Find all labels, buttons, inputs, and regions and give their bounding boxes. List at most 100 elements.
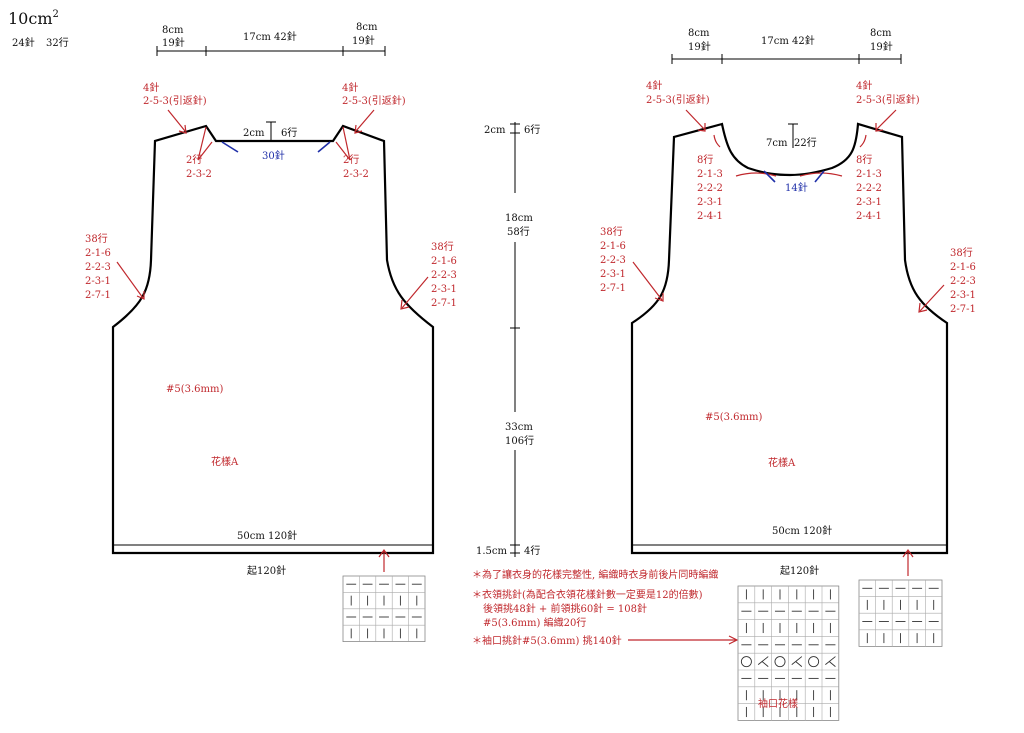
front-neck-right-3: 2-2-2 [856,183,882,194]
back-neck-rows: 6行 [281,126,297,139]
front-neck-left-3: 2-2-2 [697,183,723,194]
back-cast-on: 起120針 [247,564,286,577]
back-armhole-right-arrow [401,276,429,309]
front-shoulder-right-dec-2: 2-5-3(引返針) [856,93,920,106]
front-armhole-left-2: 2-1-6 [600,241,626,252]
sleeve-pattern-label: 袖口花樣 [758,697,798,710]
front-neck-right-5: 2-4-1 [856,211,882,222]
back-shoulder-left-st: 19針 [162,36,185,49]
back-shoulder-left-dec-1: 4針 [143,81,159,94]
front-neck-pickup: 14針 [785,181,808,194]
center-scale-3-rows: 4行 [524,544,540,557]
center-scale: 2cm 6行 18cm 58行 33cm 106行 1.5cm 4行 [476,122,540,557]
chart-stitch-symbol [757,656,769,667]
note-2-line-1: ＊衣領挑針(為配合衣領花樣針數一定要是12的倍數) [472,588,703,601]
back-armhole-right-2: 2-1-6 [431,256,457,267]
chart-stitch-symbol [791,656,803,667]
center-scale-1-rows: 58行 [507,225,530,238]
back-armhole-left-4: 2-3-1 [85,276,111,287]
back-armhole-right-5: 2-7-1 [431,298,457,309]
front-shoulder-right-st: 19針 [870,40,893,53]
notes: ＊為了讓衣身的花樣完整性, 編織時衣身前後片同時編織 ＊衣領挑針(為配合衣領花樣… [472,568,739,647]
front-armhole-right-3: 2-2-3 [950,276,976,287]
center-scale-2-cm: 33cm [505,422,533,433]
back-shoulder-right-arrow [355,109,375,132]
front-shoulder-left-dec-1: 4針 [646,79,662,92]
sleeve-stitch-chart [737,585,840,721]
front-armhole-left-1: 38行 [600,225,623,238]
note-2-line-2: 後領挑48針 + 前領挑60針 = 108針 [483,602,647,615]
back-armhole-left-2: 2-1-6 [85,248,111,259]
back-stitch-chart [342,575,426,642]
center-scale-1-cm: 18cm [505,213,533,224]
front-neck-left-1: 8行 [697,153,713,166]
back-armhole-left-arrow [116,261,144,299]
front-neck-left-4: 2-3-1 [697,197,723,208]
note-1: ＊為了讓衣身的花樣完整性, 編織時衣身前後片同時編織 [472,568,718,581]
gauge-stitches: 24針 [12,36,35,49]
back-neck-corner-right-rows: 2行 [343,153,359,166]
front-armhole-right-arrow [919,284,945,312]
front-armhole-right-4: 2-3-1 [950,290,976,301]
back-piece: 8cm 19針 17cm 42針 8cm 19針 4針 2-5-3(引返針) 4… [85,22,457,577]
front-neck-pickup-left [763,170,776,183]
front-neck-right-1: 8行 [856,153,872,166]
gauge-size: 10cm2 [8,9,59,28]
front-neck-right-2: 2-1-3 [856,169,882,180]
front-shoulder-left-st: 19針 [688,40,711,53]
back-armhole-left-1: 38行 [85,232,108,245]
front-cast-on: 起120針 [780,564,819,577]
front-neck-left-curve [735,172,777,177]
back-neck-corner-right-mark [335,126,351,161]
front-neck-pickup-right [814,170,825,183]
front-armhole-right-2: 2-1-6 [950,262,976,273]
back-shoulder-left-cm: 8cm [162,25,184,36]
front-neck-right-curve [799,172,843,177]
front-neck-top: 17cm 42針 [761,34,815,47]
front-shoulder-left-cm: 8cm [688,28,710,39]
front-neck-right-4: 2-3-1 [856,197,882,208]
front-armhole-left-3: 2-2-3 [600,255,626,266]
chart-stitch-symbol [740,656,752,668]
back-armhole-right-1: 38行 [431,240,454,253]
front-shoulder-right-cm: 8cm [870,28,892,39]
chart-stitch-symbol [774,656,786,668]
center-scale-3-cm: 1.5cm [476,546,508,557]
back-shoulder-left-arrow [167,109,186,132]
back-armhole-right-3: 2-2-3 [431,270,457,281]
back-outline [111,124,435,555]
back-armhole-left-3: 2-2-3 [85,262,111,273]
center-scale-0-rows: 6行 [524,123,540,136]
back-neck-pickup-left [221,141,239,153]
front-outline [630,122,949,555]
back-neck-corner-left-mark [197,126,213,161]
front-shoulder-left-arrow [685,109,706,131]
front-neck-left-5: 2-4-1 [697,211,723,222]
note-2-line-3: #5(3.6mm) 編織20行 [483,616,586,629]
front-neck-left-mark [713,134,721,148]
back-neck-top: 17cm 42針 [243,30,297,43]
back-shoulder-right-cm: 8cm [356,22,378,33]
gauge-rows: 32行 [46,36,69,49]
back-neck-corner-left-rows: 2行 [186,153,202,166]
front-armhole-left-5: 2-7-1 [600,283,626,294]
back-armhole-left-5: 2-7-1 [85,290,111,301]
front-armhole-right-5: 2-7-1 [950,304,976,315]
front-neck-right-mark [859,134,867,148]
chart-stitch-symbol [808,656,820,668]
back-needle: #5(3.6mm) [166,384,224,395]
center-scale-2-rows: 106行 [505,434,534,447]
back-neck-pickup: 30針 [262,149,285,162]
back-shoulder-right-dec-2: 2-5-3(引返針) [342,94,406,107]
back-neck-corner-right-dec: 2-3-2 [343,169,369,180]
front-neck-left-2: 2-1-3 [697,169,723,180]
note-3: ＊袖口挑針#5(3.6mm) 挑140針 [472,634,622,647]
back-neck-pickup-right [317,141,331,153]
back-neck-width: 2cm [243,128,265,139]
back-shoulder-right-st: 19針 [352,34,375,47]
back-pattern: 花樣A [211,455,239,468]
front-stitch-chart [858,579,943,647]
back-armhole-right-4: 2-3-1 [431,284,457,295]
